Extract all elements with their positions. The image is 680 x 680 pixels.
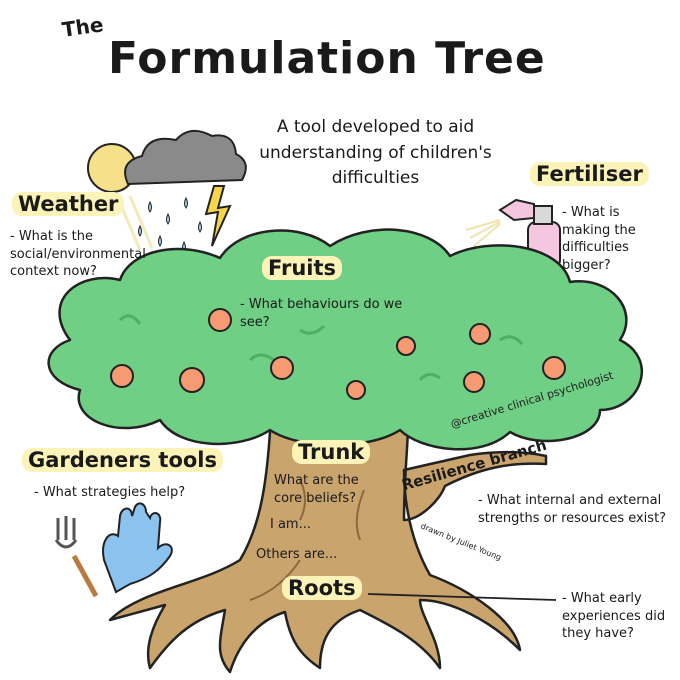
fertiliser-heading: Fertiliser bbox=[530, 162, 649, 187]
fruits bbox=[110, 308, 566, 400]
fruit bbox=[208, 308, 232, 332]
gardeners-tools-heading: Gardeners tools bbox=[22, 448, 223, 473]
roots-heading: Roots bbox=[282, 576, 362, 601]
fruit bbox=[346, 380, 366, 400]
weather-note: - What is the social/environmental conte… bbox=[10, 229, 146, 280]
fruit bbox=[469, 323, 491, 345]
resilience-note: - What internal and external strengths o… bbox=[478, 493, 667, 526]
trunk-i-am: I am... bbox=[270, 517, 311, 532]
fruits-heading: Fruits bbox=[262, 256, 343, 281]
glove-icon bbox=[102, 502, 173, 594]
fruit bbox=[270, 356, 294, 380]
roots-note: - What early experiences did they have? bbox=[562, 591, 666, 642]
fruit bbox=[396, 336, 416, 356]
fruit bbox=[179, 367, 205, 393]
gardeners-tools-note: - What strategies help? bbox=[34, 485, 186, 500]
credit-artist: drawn by Juliet Young bbox=[419, 522, 502, 563]
fruit bbox=[542, 356, 566, 380]
garden-fork-icon bbox=[54, 516, 99, 598]
fruit bbox=[110, 364, 134, 388]
trunk-heading: Trunk bbox=[292, 440, 371, 465]
fertiliser-note: - What is making the difficulties bigger… bbox=[562, 205, 636, 273]
trunk-others-are: Others are... bbox=[256, 547, 338, 562]
tree-trunk bbox=[108, 398, 548, 674]
subtitle: A tool developed to aid understanding of… bbox=[259, 117, 492, 188]
page-title: Formulation Tree bbox=[108, 33, 546, 84]
tree-foliage bbox=[47, 228, 643, 451]
fruits-note: - What behaviours do we see? bbox=[240, 297, 403, 330]
trunk-note: What are the core beliefs? bbox=[274, 473, 359, 506]
cloud-icon bbox=[124, 129, 247, 186]
weather-heading: Weather bbox=[12, 192, 125, 217]
fruit bbox=[463, 371, 485, 393]
lightning-icon bbox=[204, 185, 232, 247]
